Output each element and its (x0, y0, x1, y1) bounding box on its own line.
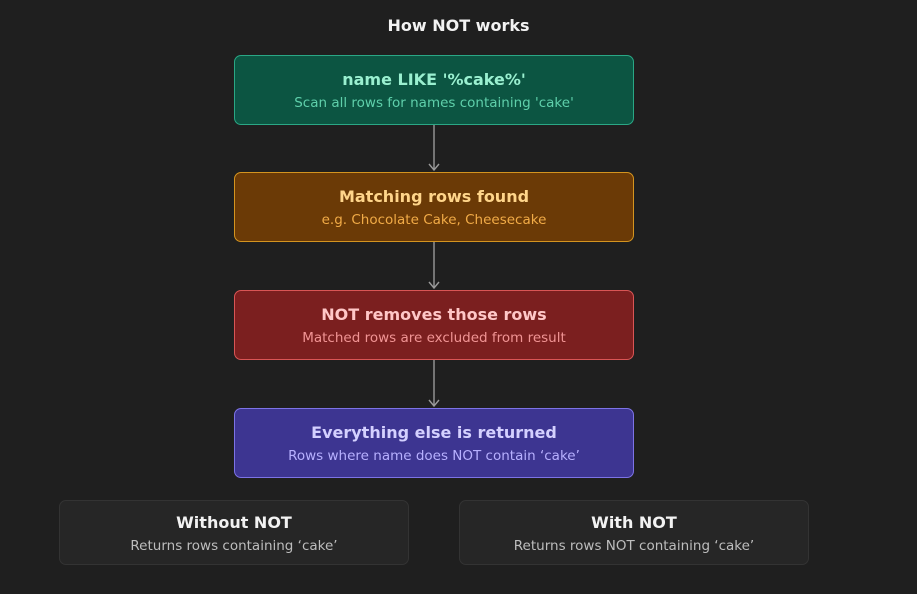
comparison-heading: Without NOT (176, 513, 292, 532)
step-like-filter: name LIKE '%cake%' Scan all rows for nam… (234, 55, 634, 125)
diagram-title: How NOT works (387, 16, 530, 35)
step-heading: Everything else is returned (311, 423, 557, 442)
step-not-removes: NOT removes those rows Matched rows are … (234, 290, 634, 360)
comparison-detail: Returns rows NOT containing ‘cake’ (513, 538, 755, 554)
step-heading: Matching rows found (338, 187, 530, 206)
comparison-without-not: Without NOT Returns rows containing ‘cak… (59, 500, 409, 565)
step-matching-rows: Matching rows found e.g. Chocolate Cake,… (234, 172, 634, 242)
step-detail: e.g. Chocolate Cake, Cheesecake (321, 212, 547, 228)
comparison-detail: Returns rows containing ‘cake’ (130, 538, 338, 554)
arrow-down-icon (427, 125, 441, 172)
comparison-heading: With NOT (591, 513, 677, 532)
step-heading: NOT removes those rows (321, 305, 547, 324)
step-everything-else: Everything else is returned Rows where n… (234, 408, 634, 478)
arrow-down-icon (427, 242, 441, 290)
step-heading: name LIKE '%cake%' (342, 70, 526, 89)
step-detail: Rows where name does NOT contain ‘cake’ (288, 448, 580, 464)
step-detail: Scan all rows for names containing 'cake… (294, 95, 574, 111)
comparison-with-not: With NOT Returns rows NOT containing ‘ca… (459, 500, 809, 565)
arrow-down-icon (427, 360, 441, 408)
step-detail: Matched rows are excluded from result (302, 330, 566, 346)
